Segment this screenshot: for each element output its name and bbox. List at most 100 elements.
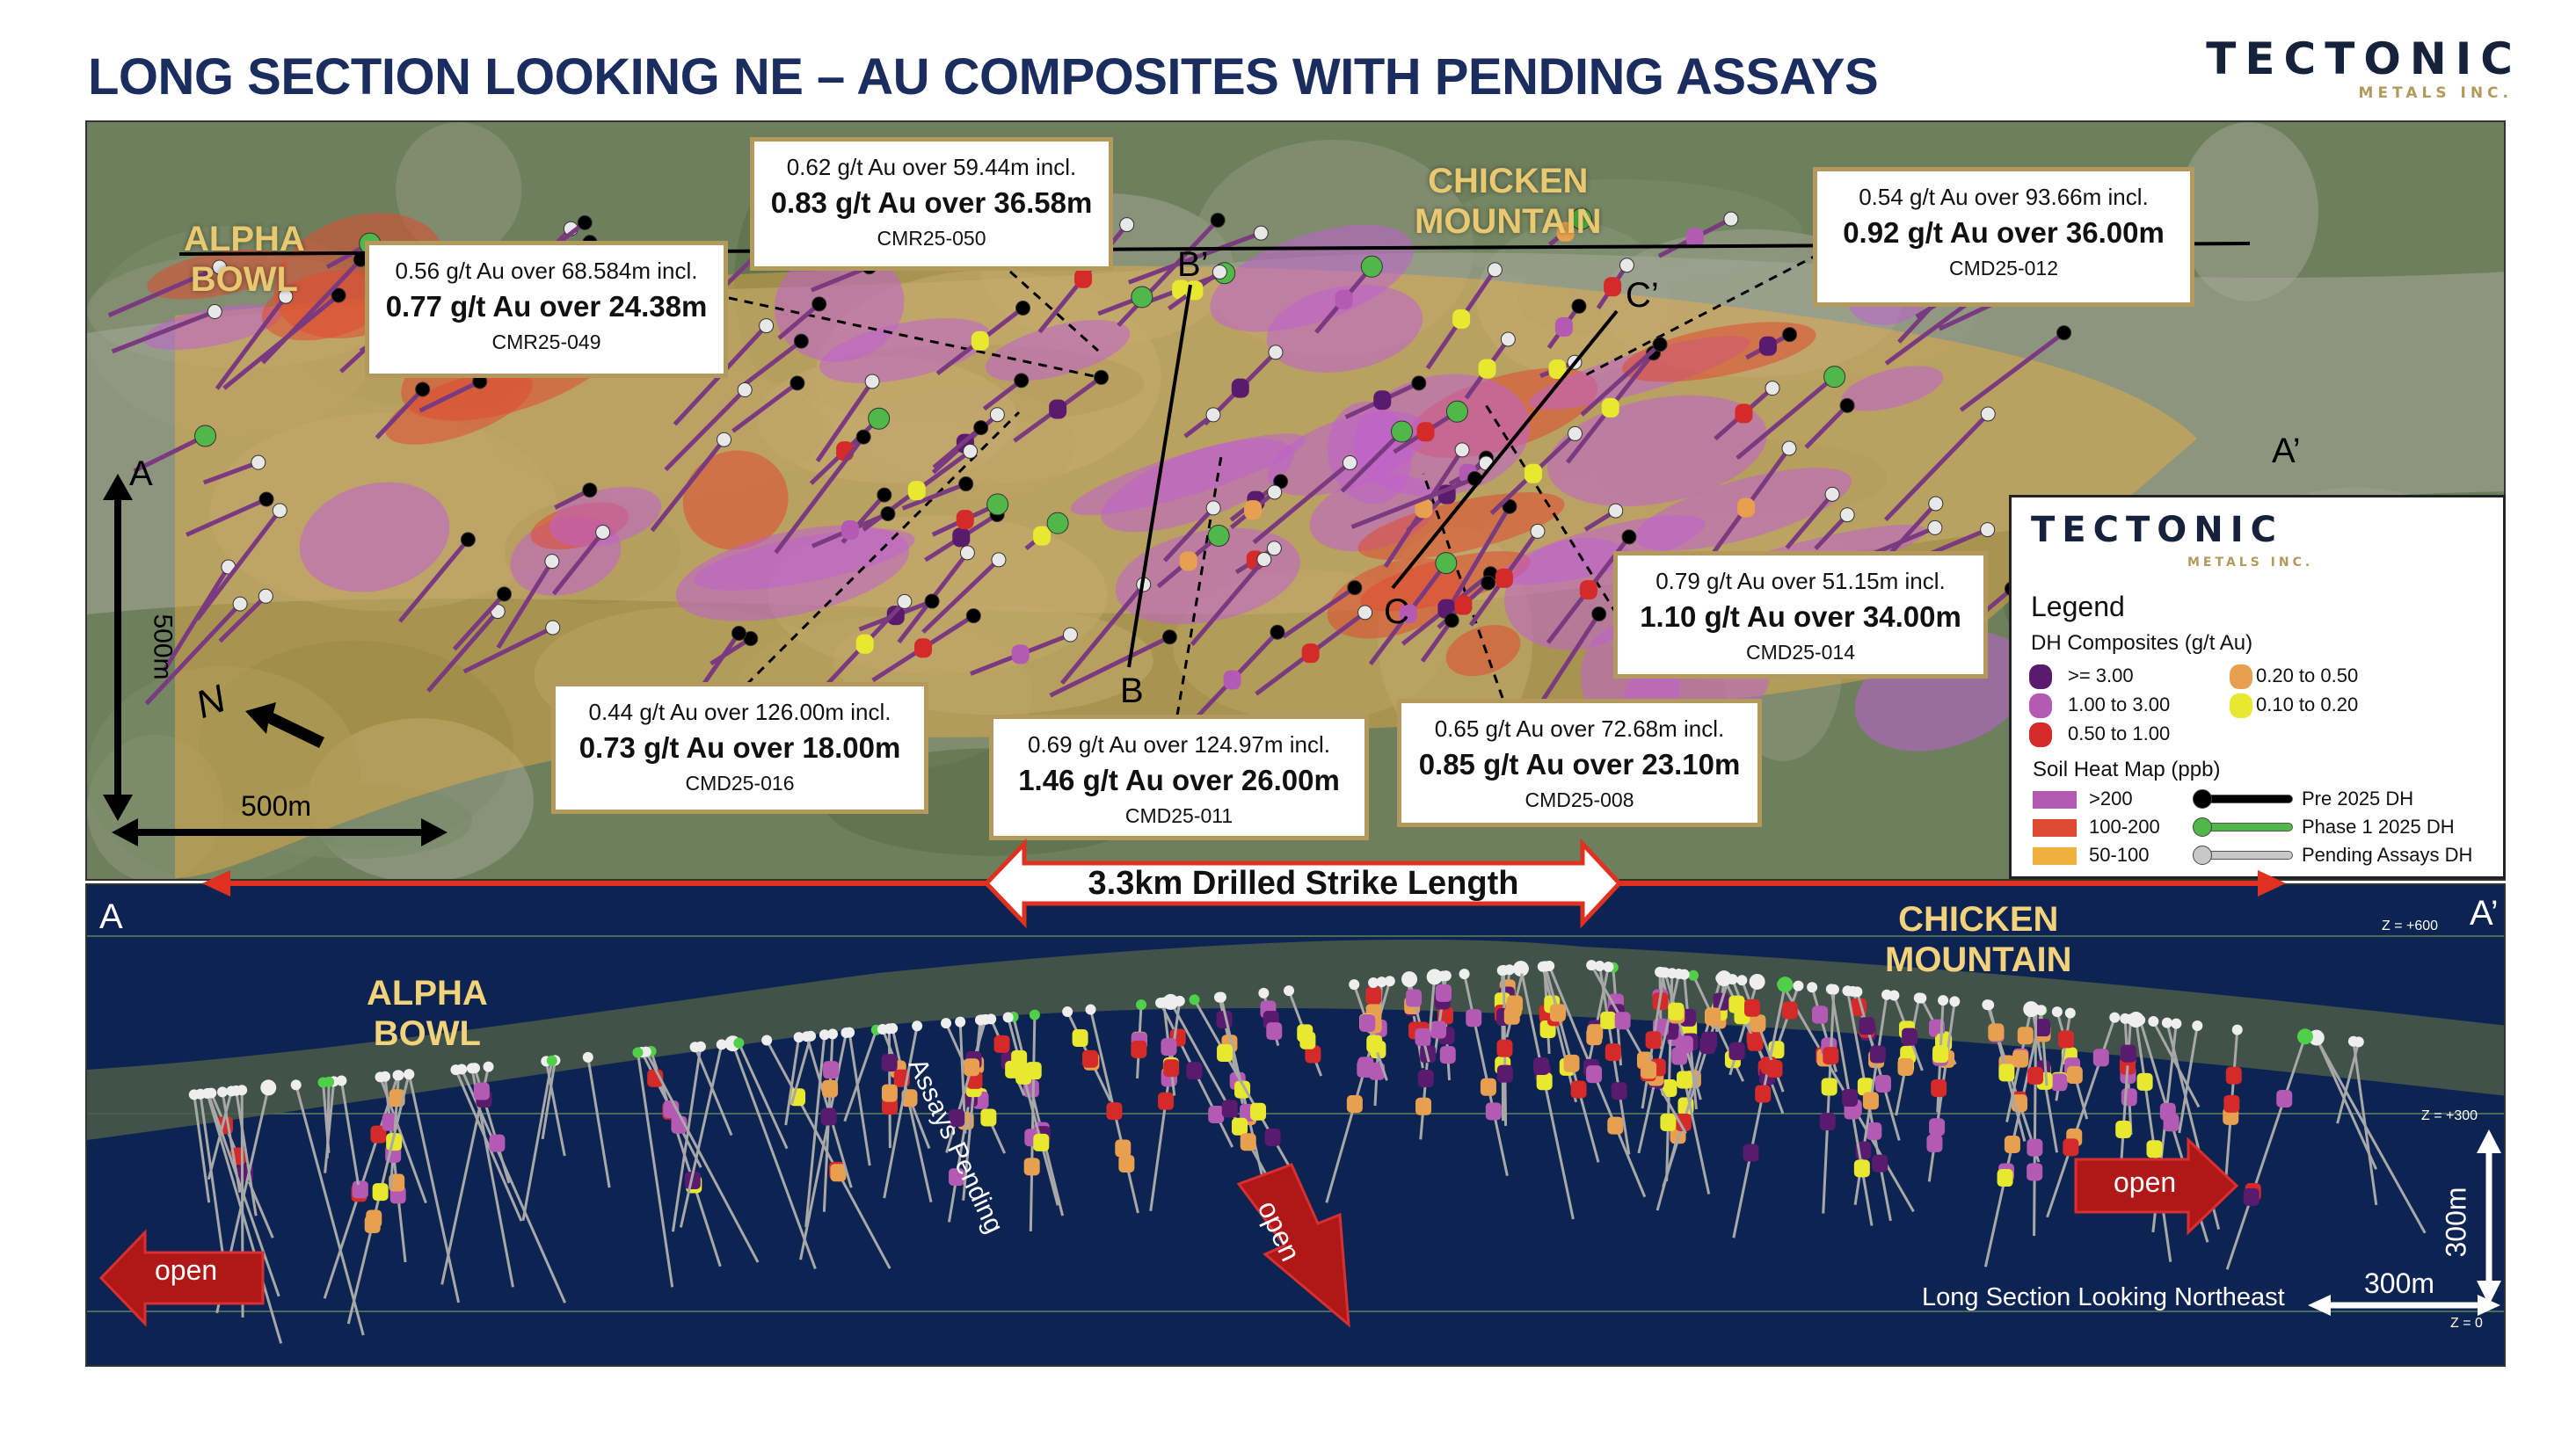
drillhole-collar [1723,211,1739,227]
composite-label: >= 3.00 [2068,664,2134,686]
area-label-line: CHICKEN [1898,900,2059,939]
drillhole-trace [790,1035,812,1105]
composite-marker [372,1183,389,1202]
callout-hole-id: CMD25-008 [1524,788,1634,811]
arrowhead-icon [112,818,138,846]
drillhole-collar [973,420,989,436]
drillhole-trace [195,509,282,621]
soil-anomaly [385,371,533,445]
composite-marker [1611,1082,1627,1100]
composite-swatch-icon [2230,664,2252,689]
composite-marker [1660,1113,1677,1131]
drillhole-collar [1284,985,1295,997]
composite-marker [901,1089,918,1107]
soil-label: >200 [2089,788,2133,810]
composite-marker [1766,1060,1783,1078]
drillhole-collar [1349,979,1360,991]
drillhole-collar [955,1016,966,1027]
callout-hole-id: CMD25-016 [685,772,795,795]
drillhole-collar [819,1029,830,1041]
composite-marker [1266,1022,1283,1041]
drillhole-trace [1350,476,1476,529]
drillhole-collar [1928,496,1944,512]
composite-marker [1305,1045,1321,1064]
plan-map: ALPHA BOWL CHICKEN MOUNTAIN A A’ B B’ C … [85,120,2506,881]
composite-marker [1556,221,1575,242]
drillhole-trace [777,301,821,340]
composite-marker [1240,1133,1256,1151]
drillhole-collar [1825,984,1837,995]
composite-marker [1299,1031,1316,1049]
drillhole-collar [717,432,732,447]
drillhole-trace [1541,966,1578,1103]
section-label-b-prime: B’ [1177,245,1209,284]
drillhole-collar [1085,1004,1096,1015]
drillhole-collar [1949,996,1961,1007]
composite-marker [1049,399,1067,419]
composite-marker [1668,1002,1685,1020]
strike-label-box [983,838,1623,929]
composite-label: 0.50 to 1.00 [2068,722,2171,744]
drillhole-collar [884,1023,895,1035]
area-label-line: CHICKEN [1428,162,1589,200]
drillhole-collar [1586,960,1597,971]
arrowhead-icon [2258,870,2286,897]
composite-marker [1359,1014,1376,1033]
composite-marker [2027,1163,2043,1181]
drillhole-trace [811,265,870,293]
drillhole-collar [393,1070,404,1081]
composite-marker [364,1216,381,1234]
callout-line2: 1.10 g/t Au over 34.00m [1640,600,1961,633]
composite-marker [1478,359,1496,379]
drillhole-trace [1282,585,1357,639]
composite-marker [1586,1027,1603,1046]
drillhole-trace [235,1090,258,1216]
topography-surface [87,939,2504,1140]
drillhole-collar [1539,961,1551,972]
arrowhead-icon [421,818,448,846]
drillhole-trace [1190,557,1266,646]
composite-marker [1735,403,1753,424]
composite-marker [1033,1133,1050,1151]
section-caption: Long Section Looking Northeast [1922,1283,2285,1311]
drillhole-collar [230,1085,242,1096]
drillhole-trace [1169,1001,1270,1179]
callout-line1: 0.79 g/t Au over 51.15m incl. [1655,568,1946,594]
composite-marker [1452,309,1471,329]
drillhole-collar [986,493,1009,516]
drillhole-trace [418,379,481,413]
soil-anomaly [1840,366,1944,411]
composite-marker [2115,1121,2132,1139]
drillhole-collar [258,491,274,507]
drillhole-collar [324,1076,335,1087]
drillhole-trace [339,1080,360,1186]
drillhole-collar [380,1071,391,1082]
drillhole-collar [1839,397,1855,413]
composite-marker [1819,1113,1836,1131]
drillhole-collar [1454,442,1470,458]
composite-marker [1357,1059,1373,1078]
drillhole-collar [1411,375,1427,391]
drillhole-trace [2225,1035,2307,1270]
soil-anomaly [1210,224,1415,332]
drillhole-collar [1256,552,1272,568]
drillhole-collar [1267,484,1283,500]
soil-swatch [2033,791,2077,809]
drillhole-trace [1448,505,1512,607]
drillhole-trace [215,294,287,390]
drillhole-collar [790,375,805,391]
arrowhead-icon [202,870,230,897]
composite-marker [1365,986,1382,1005]
drillhole-trace [731,1042,817,1270]
drillhole-collar [1765,381,1780,396]
drillhole-trace [883,1026,919,1199]
drillhole-collar [1500,331,1516,347]
drillhole-trace [815,380,875,462]
drillhole-collar [793,333,809,349]
composite-marker [1439,1046,1456,1064]
drillhole-trace [261,258,363,365]
callout-line1: 0.56 g/t Au over 68.584m incl. [395,258,698,284]
drillhole-trace [2314,1036,2427,1234]
drillhole-collar [733,1037,745,1049]
legend-composites-title: DH Composites (g/t Au) [2031,631,2253,655]
